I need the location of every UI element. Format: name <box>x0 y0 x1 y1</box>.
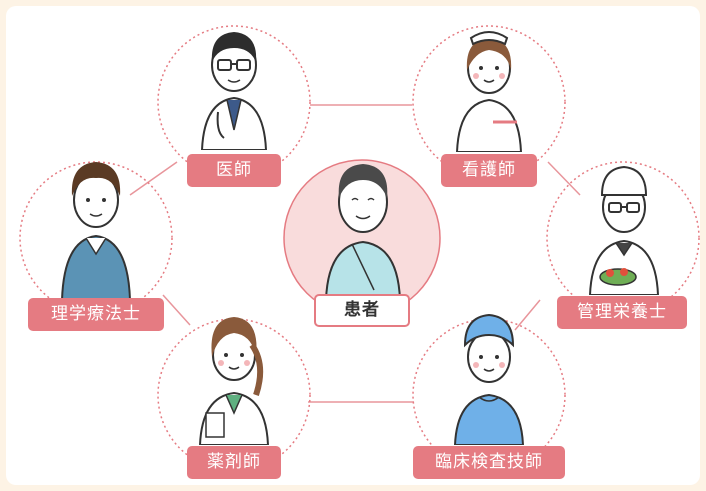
dietitian-figure <box>588 165 660 295</box>
labtech-circle <box>412 318 566 472</box>
dietitian-circle <box>546 161 700 315</box>
nurse-circle <box>412 25 566 179</box>
doctor-label: 医師 <box>187 154 281 187</box>
pharmacist-label: 薬剤師 <box>187 446 281 479</box>
patient-figure <box>324 164 402 300</box>
doctor-circle <box>157 25 311 179</box>
physiotherapist-figure <box>60 162 132 300</box>
lab-technician-label: 臨床検査技師 <box>413 446 565 479</box>
pharmacist-figure <box>198 317 270 445</box>
pharmacist-circle <box>157 318 311 472</box>
link-nurse-dietitian <box>547 161 581 196</box>
patient-label: 患者 <box>314 294 410 327</box>
link-doctor-physio <box>129 161 178 196</box>
nurse-label: 看護師 <box>441 154 537 187</box>
physiotherapist-label: 理学療法士 <box>28 298 164 331</box>
link-dietitian-labtech <box>514 299 541 331</box>
link-physio-pharmacist <box>162 294 191 326</box>
doctor-figure <box>200 32 268 150</box>
lab-technician-figure <box>453 313 525 445</box>
dietitian-label: 管理栄養士 <box>557 296 687 329</box>
nurse-figure <box>455 31 523 152</box>
physio-circle <box>19 161 173 315</box>
